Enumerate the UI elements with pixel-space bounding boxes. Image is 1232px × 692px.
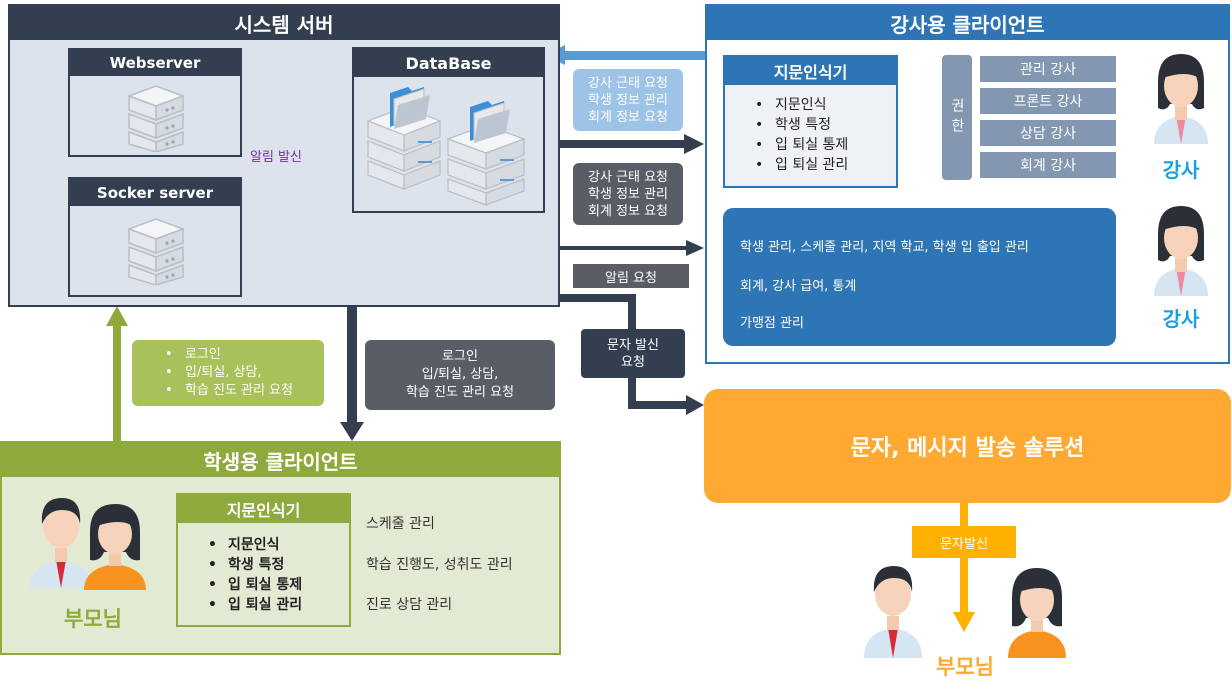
flow-item: 입/퇴실, 상담,: [165, 364, 293, 382]
request-label-line: 회계 정보 요청: [587, 109, 669, 125]
server-to-student-label: 로그인 입/퇴실, 상담, 학습 진도 관리 요청: [365, 340, 555, 410]
server-rack-icon: [126, 85, 186, 152]
student-fingerprint-list: 지문인식 학생 특정 입 퇴실 통제 입 퇴실 관리: [206, 535, 302, 615]
arrow-server-to-student: [340, 306, 364, 441]
request-label-line: 강사 근태 요청: [587, 75, 669, 91]
fingerprint-item: 학생 특정: [755, 115, 848, 135]
alarm-send-label: 알림 발신: [250, 150, 302, 165]
webserver-box: Webserver: [68, 48, 242, 157]
teacher-features-box: 학생 관리, 스케줄 관리, 지역 학교, 학생 입 출입 관리 회계, 강사 …: [723, 208, 1116, 346]
folder-icon: [470, 101, 510, 143]
fingerprint-item: 학생 특정: [208, 555, 302, 575]
parents-label-left: 부모님: [64, 607, 122, 631]
sms-solution-box: 문자, 메시지 발송 솔루션: [704, 389, 1231, 503]
arrow-teacher-to-database: [545, 45, 705, 65]
flow-item: 학습 진도 관리 요청: [165, 382, 293, 400]
fingerprint-item: 지문인식: [208, 535, 302, 555]
arrow-database-to-teacher: [544, 134, 704, 154]
fingerprint-item: 입 퇴실 통제: [208, 575, 302, 595]
mother-avatar-icon: [84, 504, 146, 590]
fingerprint-item: 입 퇴실 통제: [755, 135, 848, 155]
mother-avatar-icon: [1008, 568, 1066, 658]
system-server-title: 시스템 서버: [10, 6, 558, 40]
flow-item: 로그인: [165, 346, 293, 364]
student-to-server-label: 로그인 입/퇴실, 상담, 학습 진도 관리 요청: [132, 340, 324, 406]
database-title: DataBase: [354, 49, 543, 77]
database-servers-icon: [366, 87, 526, 206]
teacher-fingerprint-list: 지문인식 학생 특정 입 퇴실 통제 입 퇴실 관리: [753, 95, 848, 175]
sms-request-label: 문자 발신 요청: [581, 329, 685, 378]
role-accounting-teacher: 회계 강사: [980, 152, 1116, 178]
father-avatar-icon: [30, 498, 92, 588]
socket-server-box: Socker server: [68, 177, 242, 297]
student-feature-item: 스케줄 관리: [366, 516, 435, 532]
request-label-2: 강사 근태 요청 학생 정보 관리 회계 정보 요청: [573, 163, 683, 225]
teacher-fingerprint-box: 지문인식기 지문인식 학생 특정 입 퇴실 통제 입 퇴실 관리: [723, 55, 898, 188]
father-avatar-icon: [864, 566, 922, 658]
fingerprint-item: 지문인식: [755, 95, 848, 115]
teacher-avatar-icon: [1154, 206, 1208, 296]
sms-request-line: 문자 발신: [607, 337, 659, 353]
request-label-line: 회계 정보 요청: [587, 203, 669, 219]
request-label-line: 학생 정보 관리: [587, 186, 669, 202]
fingerprint-item: 입 퇴실 관리: [755, 155, 848, 175]
teacher-avatar-icon: [1154, 54, 1208, 144]
sms-request-line: 요청: [621, 354, 645, 370]
request-label-1: 강사 근태 요청 학생 정보 관리 회계 정보 요청: [573, 69, 683, 131]
arrow-sms-to-parents: [953, 502, 975, 632]
student-feature-item: 학습 진행도, 성취도 관리: [366, 557, 513, 573]
arrow-student-to-server: [106, 306, 128, 442]
teacher-feature-item: 회계, 강사 급여, 통계: [740, 279, 857, 294]
role-counsel-teacher: 상담 강사: [980, 120, 1116, 146]
flow-item: 로그인: [442, 349, 478, 364]
socket-server-title: Socker server: [70, 179, 240, 206]
teacher-label-2: 강사: [1162, 306, 1200, 331]
teacher-client-title: 강사용 클라이언트: [707, 6, 1228, 40]
student-client-title: 학생용 클라이언트: [2, 443, 559, 477]
flow-item: 학습 진도 관리 요청: [405, 385, 515, 400]
teacher-fingerprint-title: 지문인식기: [725, 57, 896, 85]
webserver-title: Webserver: [70, 50, 240, 76]
role-admin-teacher: 관리 강사: [980, 56, 1116, 82]
fingerprint-item: 입 퇴실 관리: [208, 595, 302, 615]
student-feature-item: 진로 상담 관리: [366, 597, 453, 613]
student-fingerprint-title: 지문인식기: [178, 495, 349, 523]
request-label-line: 강사 근태 요청: [587, 169, 669, 185]
authority-label: 권한: [942, 55, 972, 180]
parents-label-right: 부모님: [936, 655, 994, 679]
teacher-label-1: 강사: [1162, 157, 1200, 182]
alarm-request-label: 알림 요청: [573, 264, 689, 288]
sms-send-label: 문자발신: [912, 526, 1016, 558]
database-box: DataBase: [352, 47, 545, 213]
request-label-line: 학생 정보 관리: [587, 92, 669, 108]
teacher-feature-item: 가맹점 관리: [740, 316, 804, 331]
flow-item: 입/퇴실, 상담,: [421, 367, 499, 382]
server-rack-icon: [126, 218, 186, 285]
role-front-teacher: 프론트 강사: [980, 88, 1116, 114]
student-fingerprint-box: 지문인식기 지문인식 학생 특정 입 퇴실 통제 입 퇴실 관리: [176, 493, 351, 627]
folder-icon: [390, 87, 430, 129]
teacher-feature-item: 학생 관리, 스케줄 관리, 지역 학교, 학생 입 출입 관리: [740, 240, 1029, 255]
